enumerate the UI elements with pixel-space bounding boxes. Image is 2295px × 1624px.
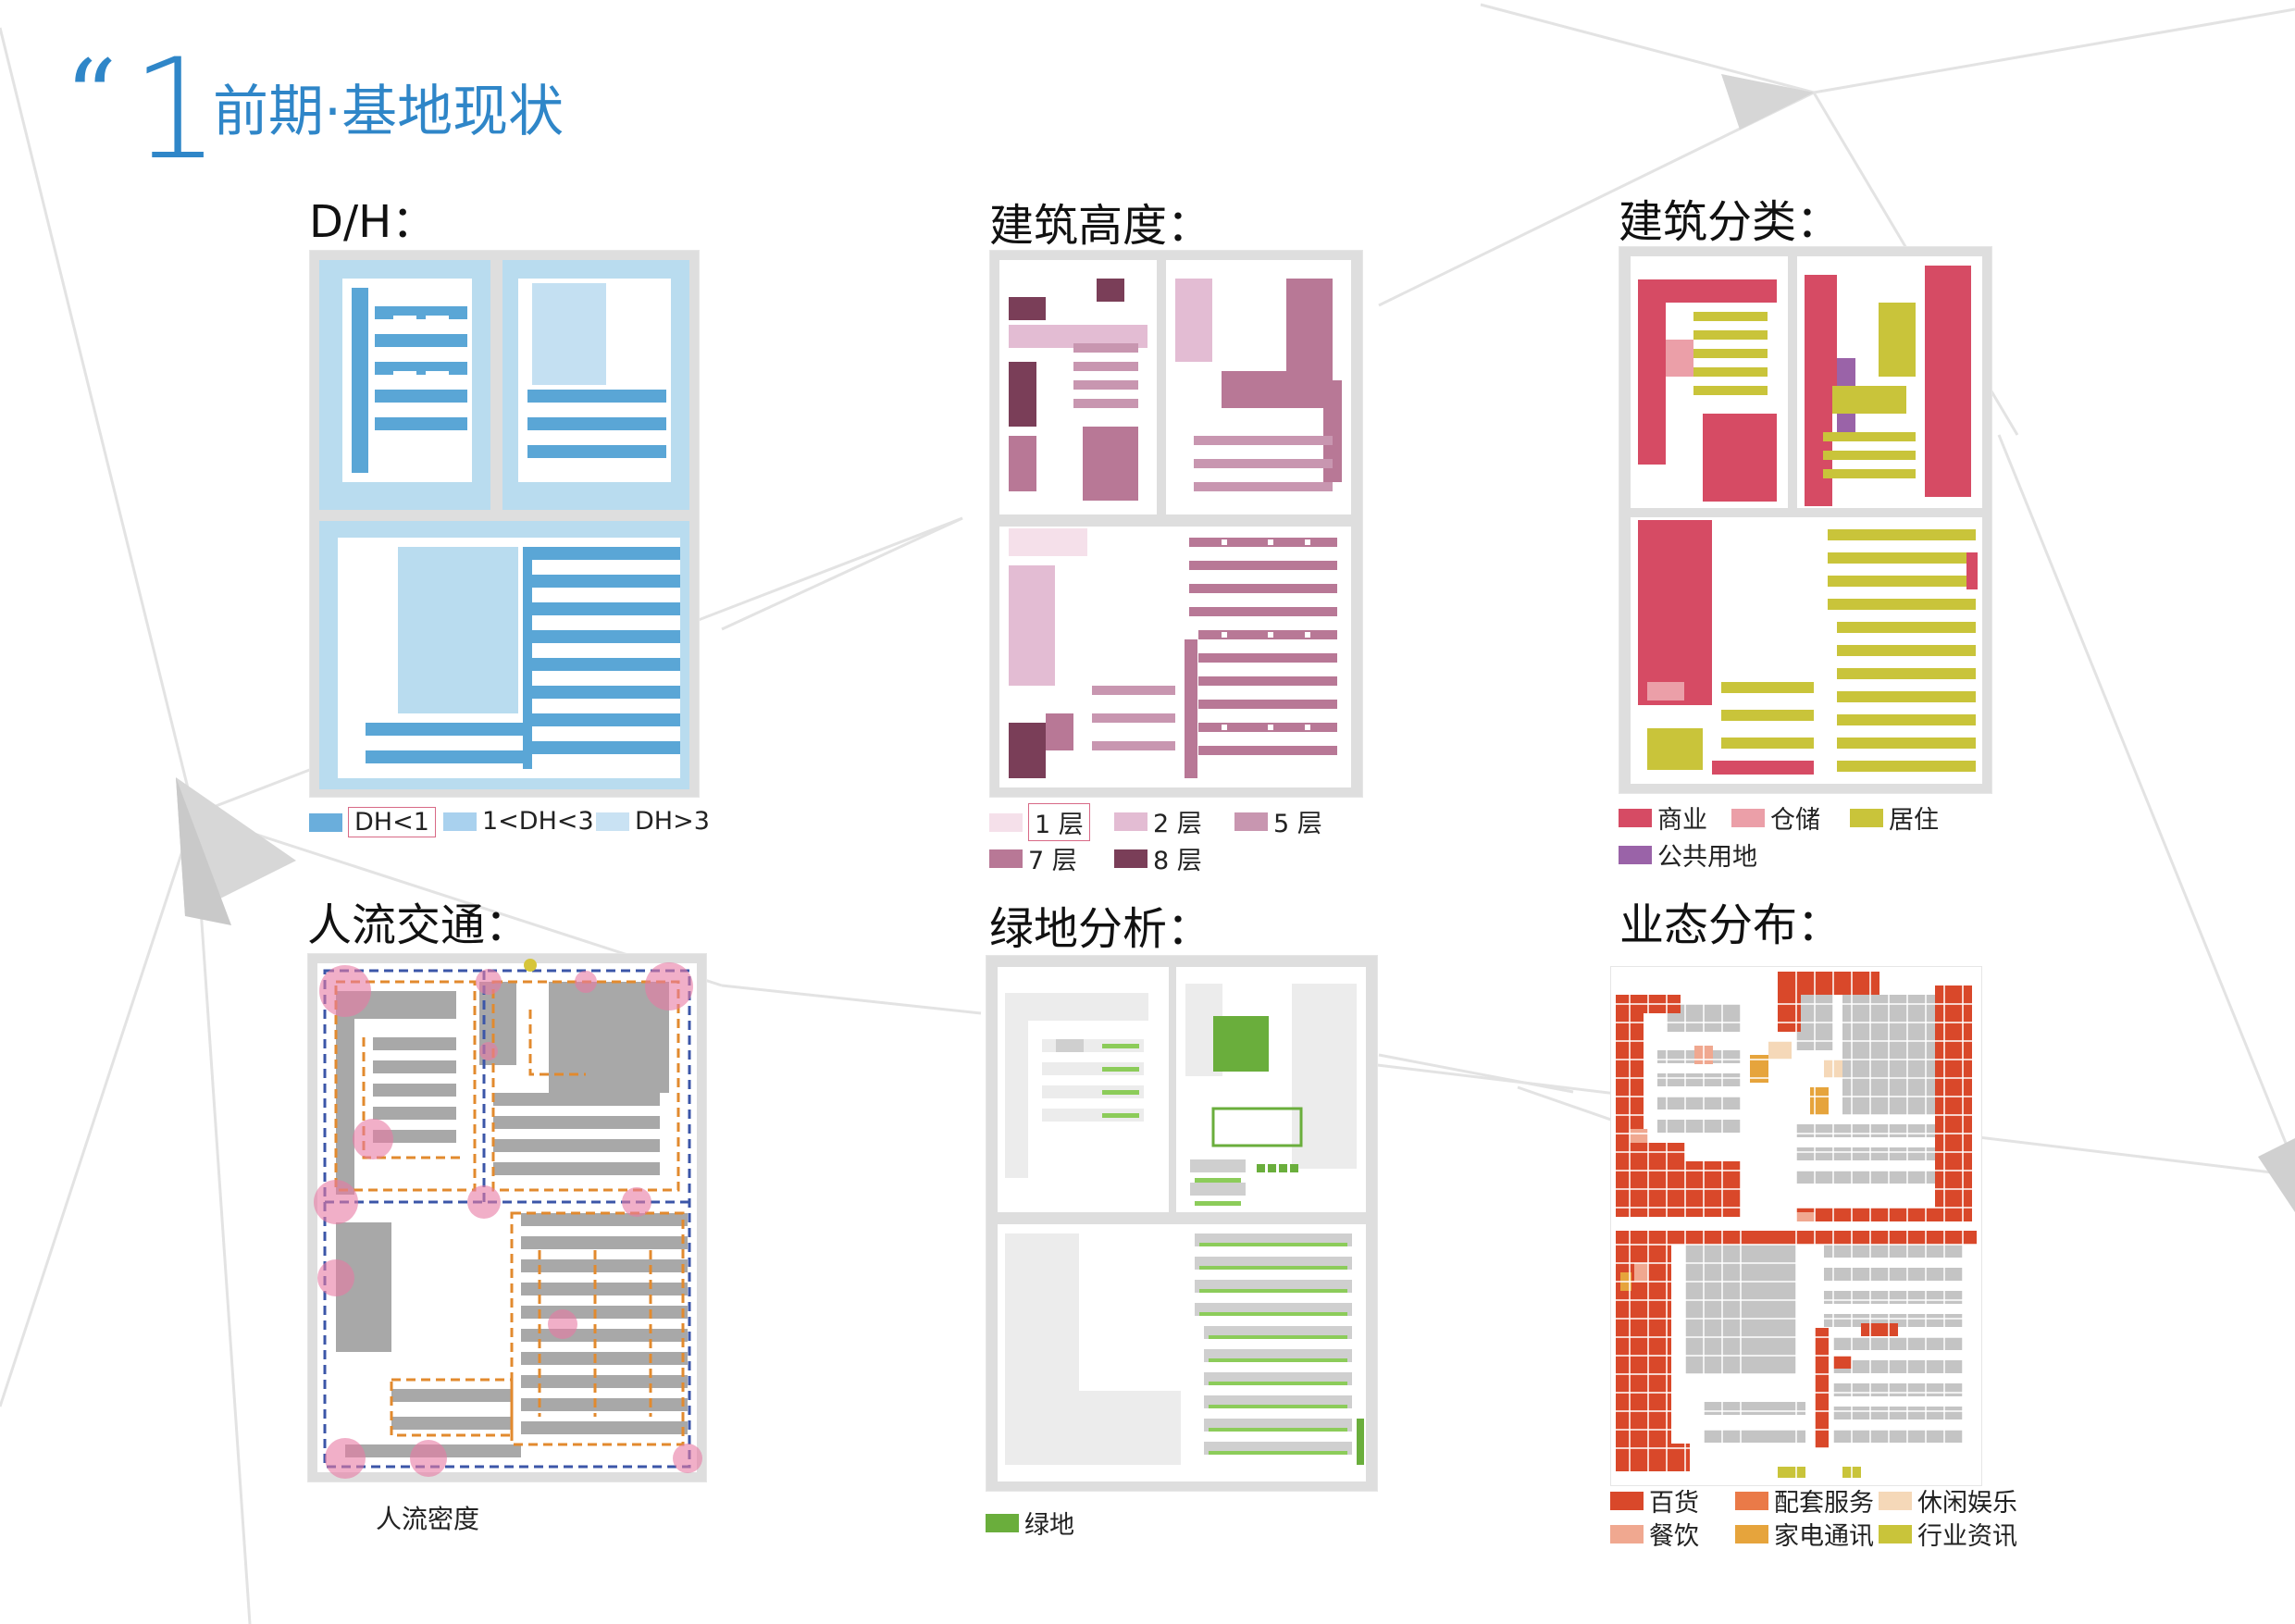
legend-label: 仓储: [1770, 806, 1820, 835]
legend-label: 1 层: [1028, 803, 1090, 841]
legend-label: 8 层: [1153, 847, 1202, 875]
chapter-number: 1: [131, 30, 220, 191]
swatch: [309, 812, 342, 832]
traffic-map: [307, 953, 707, 1482]
panel-title: 绿地分析：: [989, 903, 1212, 955]
traffic-caption: 人流密度: [376, 1504, 480, 1534]
panel-title: 建筑分类：: [1619, 196, 1842, 248]
business-map: [1610, 966, 1982, 1486]
swatch: [1619, 845, 1652, 864]
legend-item-commercial: 商业: [1619, 800, 1707, 836]
swatch: [1610, 1524, 1644, 1543]
legend-item-1f: 1 层: [989, 803, 1090, 841]
swatch: [1114, 812, 1148, 831]
legend-label: 居住: [1889, 806, 1939, 835]
legend-item-green: 绿地: [986, 1505, 1074, 1541]
legend-item-catering: 餐饮: [1610, 1516, 1699, 1552]
legend-label: 7 层: [1028, 847, 1077, 875]
swatch: [986, 1513, 1019, 1532]
legend-label: 商业: [1657, 806, 1707, 835]
legend-label: 绿地: [1024, 1511, 1074, 1540]
legend-item-residential: 居住: [1850, 800, 1939, 836]
swatch: [1879, 1491, 1912, 1510]
swatch: [443, 812, 477, 831]
legend-label: 百货: [1649, 1489, 1699, 1518]
category-legend: 商业 仓储 居住 公共用地: [1619, 800, 2007, 874]
legend-label: 行业资讯: [1917, 1522, 2017, 1551]
panel-green-space: 绿地分析：: [986, 888, 1393, 1555]
legend-label: 5 层: [1273, 810, 1322, 838]
legend-item-dh-gt3: DH>3: [596, 807, 710, 836]
legend-label: 1<DH<3: [482, 807, 594, 836]
swatch: [989, 812, 1023, 832]
swatch: [1879, 1524, 1912, 1543]
legend-label: DH<1: [348, 807, 436, 837]
legend-item-8f: 8 层: [1114, 840, 1202, 876]
panel-building-category: 建筑分类：: [1615, 185, 2003, 872]
swatch: [596, 812, 629, 831]
green-map: [986, 955, 1378, 1492]
legend-item-storage: 仓储: [1731, 800, 1820, 836]
legend-item-industry-info: 行业资讯: [1879, 1516, 2017, 1552]
panel-title: 业态分布：: [1619, 899, 1842, 951]
legend-item-dh-1to3: 1<DH<3: [443, 807, 594, 836]
quote-mark-icon: “: [65, 38, 118, 156]
swatch: [1731, 808, 1765, 827]
height-legend: 1 层 2 层 5 层 7 层 8 层: [989, 803, 1396, 877]
page-title: 前期·基地现状: [213, 80, 564, 144]
legend-item-supporting-services: 配套服务: [1735, 1482, 1874, 1519]
panel-pedestrian-traffic: 人流交通：: [304, 888, 720, 1564]
dh-legend: DH<1 1<DH<3 DH>3: [309, 807, 716, 844]
category-map: [1619, 246, 1992, 794]
legend-label: DH>3: [635, 807, 710, 836]
legend-label: 休闲娱乐: [1917, 1489, 2017, 1518]
swatch: [989, 849, 1023, 868]
legend-item-leisure: 休闲娱乐: [1879, 1482, 2017, 1519]
height-map: [989, 250, 1363, 798]
legend-item-appliances: 家电通讯: [1735, 1516, 1874, 1552]
business-legend: 百货 配套服务 休闲娱乐 餐饮 家电通讯 行业资讯: [1610, 1482, 2017, 1556]
panel-title: D/H：: [309, 196, 437, 248]
legend-item-dh-lt1: DH<1: [309, 807, 436, 837]
panel-building-height: 建筑高度：: [986, 185, 1393, 875]
panel-title: 建筑高度：: [989, 200, 1212, 252]
legend-item-5f: 5 层: [1234, 803, 1322, 839]
panel-business-distribution: 业态分布：: [1610, 888, 2017, 1564]
legend-item-2f: 2 层: [1114, 803, 1202, 839]
panel-title: 人流交通：: [307, 899, 530, 951]
swatch: [1735, 1491, 1768, 1510]
swatch: [1114, 849, 1148, 868]
legend-label: 餐饮: [1649, 1522, 1699, 1551]
dh-map: [309, 250, 700, 798]
panel-dh: D/H：: [305, 185, 713, 870]
swatch: [1234, 812, 1268, 831]
green-legend: 绿地: [986, 1505, 1263, 1542]
legend-item-public: 公共用地: [1619, 837, 1757, 873]
swatch: [1610, 1491, 1644, 1510]
legend-label: 配套服务: [1774, 1489, 1874, 1518]
legend-label: 公共用地: [1657, 843, 1757, 872]
legend-label: 家电通讯: [1774, 1522, 1874, 1551]
legend-item-7f: 7 层: [989, 840, 1077, 876]
swatch: [1850, 808, 1883, 827]
legend-label: 2 层: [1153, 810, 1202, 838]
swatch: [1619, 808, 1652, 827]
legend-item-department-store: 百货: [1610, 1482, 1699, 1519]
swatch: [1735, 1524, 1768, 1543]
